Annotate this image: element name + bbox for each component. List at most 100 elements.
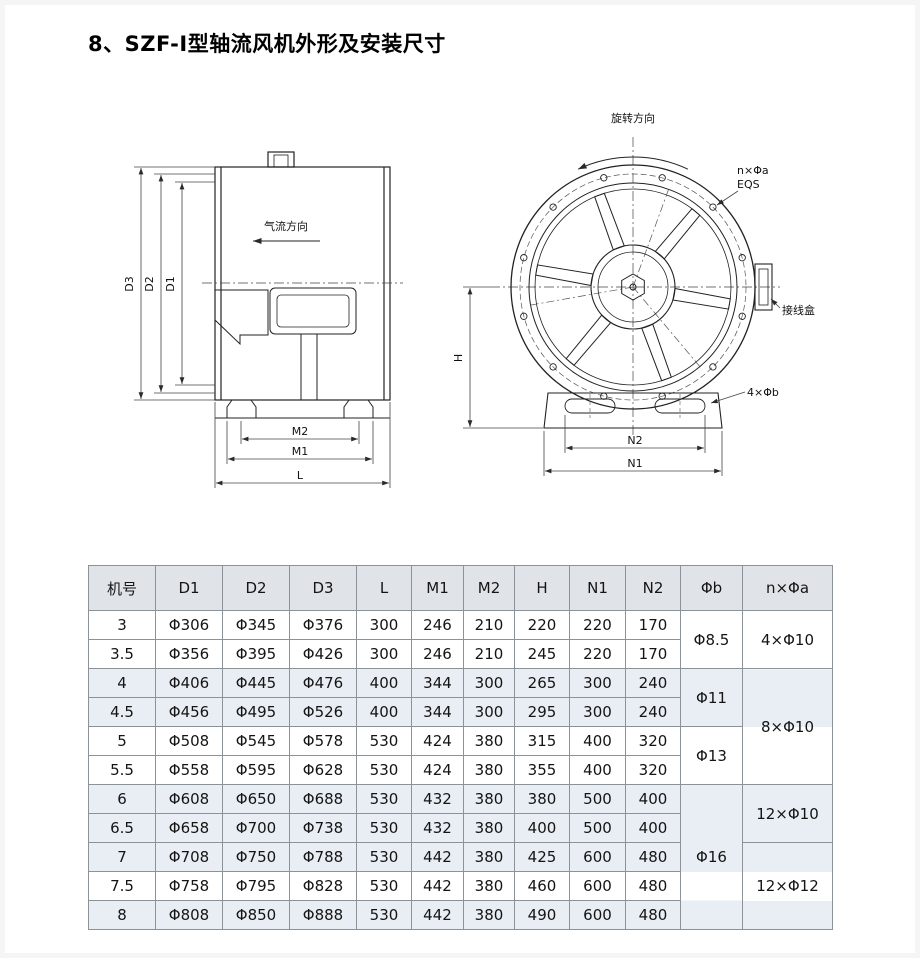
cell: 530 [356, 726, 412, 756]
cell: 265 [514, 668, 570, 698]
dim-l-label: L [297, 469, 304, 482]
airflow-label: 气流方向 [264, 219, 308, 233]
cell: 432 [411, 784, 464, 814]
cell-model: 3 [88, 610, 156, 640]
cell: Φ495 [222, 697, 290, 727]
cell-model: 5 [88, 726, 156, 756]
cell: Φ688 [289, 784, 357, 814]
cell: 530 [356, 842, 412, 872]
cell-model: 8 [88, 900, 156, 930]
front-dimension-lines [463, 286, 723, 476]
hub-struts [530, 189, 701, 367]
cell: 320 [625, 726, 681, 756]
cell: 530 [356, 900, 412, 930]
cell: 246 [411, 639, 464, 669]
table-row: 3.5 Φ356 Φ395 Φ426 300 246 210 245 220 1… [88, 639, 833, 669]
dim-d2-label: D2 [143, 276, 156, 291]
cell: 424 [411, 755, 464, 785]
rotation-direction: 旋转方向 [577, 111, 689, 170]
cell: 400 [356, 668, 412, 698]
cell: 442 [411, 842, 464, 872]
dimension-lines [134, 166, 391, 488]
cell: Φ650 [222, 784, 290, 814]
cell: 300 [463, 668, 515, 698]
cell: 530 [356, 755, 412, 785]
table-row: 4.5 Φ456 Φ495 Φ526 400 344 300 295 300 2… [88, 697, 833, 727]
cell: 210 [463, 610, 515, 640]
dim-d1-label: D1 [164, 276, 177, 291]
cell-n-phi-a: 12×Φ12 [742, 842, 833, 930]
cell: 490 [514, 900, 570, 930]
fan-casing-outline [214, 151, 391, 401]
cell: 300 [356, 610, 412, 640]
col-header: M1 [411, 565, 464, 611]
cell: Φ808 [155, 900, 223, 930]
front-dimension-labels: H N2 N1 [452, 354, 643, 470]
cell: 380 [463, 726, 515, 756]
dim-m1-label: M1 [292, 445, 309, 458]
cell: 380 [463, 871, 515, 901]
cell: 300 [569, 668, 626, 698]
cell: 380 [514, 784, 570, 814]
cell: 400 [356, 697, 412, 727]
cell: Φ758 [155, 871, 223, 901]
cell: 300 [463, 697, 515, 727]
cell: 400 [569, 726, 626, 756]
hub [590, 244, 676, 330]
cell: 380 [463, 784, 515, 814]
foot-holes-callout: 4×Φb [710, 386, 779, 404]
cell: 220 [569, 610, 626, 640]
cell: 500 [569, 784, 626, 814]
cell: 400 [569, 755, 626, 785]
cell: Φ426 [289, 639, 357, 669]
dim-h-label: H [452, 354, 465, 362]
cell-phi-b: Φ16 [680, 784, 743, 930]
side-view-drawing: 气流方向 D3 D2 D1 M2 M1 L [123, 151, 403, 488]
cell: Φ708 [155, 842, 223, 872]
cell: 240 [625, 668, 681, 698]
cell: 460 [514, 871, 570, 901]
col-header: D1 [155, 565, 223, 611]
cell: 170 [625, 639, 681, 669]
base-stand [543, 392, 723, 429]
foot-holes-label: 4×Φb [747, 386, 779, 399]
cell: 500 [569, 813, 626, 843]
cell: 220 [514, 610, 570, 640]
page-title: 8、SZF-I型轴流风机外形及安装尺寸 [88, 32, 446, 56]
col-header: 机号 [88, 565, 156, 611]
cell: 380 [463, 842, 515, 872]
col-header: N2 [625, 565, 681, 611]
cell: 400 [625, 813, 681, 843]
cell: 300 [569, 697, 626, 727]
table-row: 7 Φ708 Φ750 Φ788 530 442 380 425 600 480… [88, 842, 833, 930]
cell: 245 [514, 639, 570, 669]
cell: 600 [569, 871, 626, 901]
table-row: 8 Φ808 Φ850 Φ888 530 442 380 490 600 480 [88, 900, 833, 930]
cell: 530 [356, 784, 412, 814]
cell: 220 [569, 639, 626, 669]
cell: Φ345 [222, 610, 290, 640]
cell-model: 5.5 [88, 755, 156, 785]
table-row: 7.5 Φ758 Φ795 Φ828 530 442 380 460 600 4… [88, 871, 833, 901]
table-header-row: 机号 D1 D2 D3 L M1 M2 H N1 N2 Φb n×Φa [88, 565, 833, 611]
col-header: M2 [463, 565, 515, 611]
front-view-drawing: 旋转方向 n×Φa EQS 接线盒 4×Φb H N2 N1 [452, 111, 815, 476]
airflow-direction: 气流方向 [253, 219, 320, 244]
cell-phi-b: Φ13 [680, 726, 743, 785]
flange-holes-note: EQS [737, 178, 760, 191]
cell: Φ456 [155, 697, 223, 727]
table-row: 6 Φ608 Φ650 Φ688 530 432 380 380 500 400… [88, 784, 833, 930]
cell-n-phi-a: 8×Φ10 [742, 668, 833, 785]
cell: 480 [625, 900, 681, 930]
cell: 442 [411, 871, 464, 901]
col-header: D3 [289, 565, 357, 611]
dimension-table: 机号 D1 D2 D3 L M1 M2 H N1 N2 Φb n×Φa 3 Φ3… [88, 565, 833, 930]
cell: Φ445 [222, 668, 290, 698]
cell: 442 [411, 900, 464, 930]
col-header: n×Φa [742, 565, 833, 611]
cell: 246 [411, 610, 464, 640]
flange-holes-callout: n×Φa EQS [716, 164, 769, 206]
cell: 600 [569, 842, 626, 872]
cell: 480 [625, 842, 681, 872]
cell: Φ628 [289, 755, 357, 785]
